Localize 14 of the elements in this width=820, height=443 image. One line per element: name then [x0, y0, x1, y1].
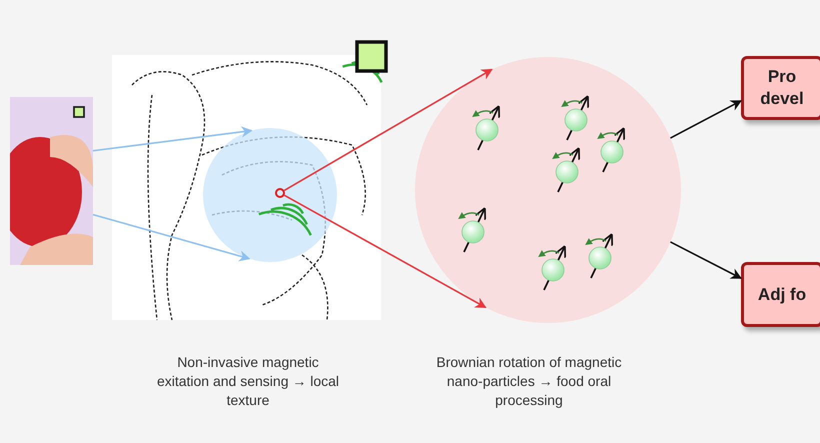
arrow — [670, 100, 742, 139]
sensing-point-circle — [275, 188, 285, 198]
caption-text: Brownian rotation of magnetic nano-particles → food oral processing — [435, 353, 623, 410]
box-label: Adj fo — [756, 284, 808, 306]
arrow — [284, 68, 493, 192]
strawberry-photo — [10, 97, 93, 265]
box-label: Pro devel — [759, 66, 805, 110]
outcome-box — [741, 56, 820, 120]
outcome-box — [741, 262, 820, 327]
arrow — [284, 194, 487, 308]
caption-text: Non-invasive magnetic exitation and sensing → local texture — [156, 353, 340, 410]
arrow — [92, 126, 253, 152]
arrow — [92, 214, 250, 262]
arrow — [670, 241, 742, 279]
